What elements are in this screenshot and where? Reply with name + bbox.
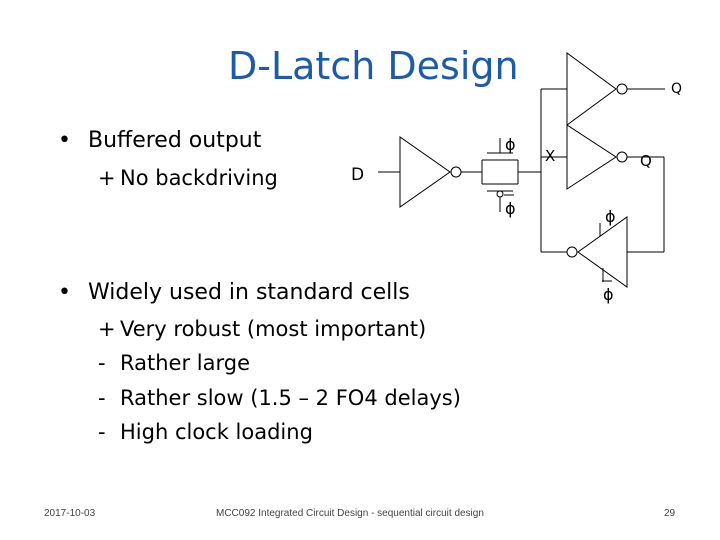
sub-bullet-text: High clock loading [120,420,313,444]
sub-bullet-text: Rather slow (1.5 – 2 FO4 delays) [120,386,461,410]
bullet-buffered-output: • Buffered output [58,128,261,153]
feedback-forward-bubble [616,151,628,163]
bullet-text: Widely used in standard cells [88,280,410,305]
sub-bullet-symbol: - [98,420,106,444]
bullet-standard-cells: • Widely used in standard cells [58,280,410,305]
slide-title: D-Latch Design [228,44,519,88]
sub-bullet-robust: +Very robust (most important) [98,317,426,341]
pmos-gate-bubble [496,190,504,198]
feedback-forward-inverter [566,124,617,190]
footer-page-number: 29 [664,508,676,519]
phi-bar-label: ϕ [505,199,516,218]
sub-bullet-text: Very robust (most important) [120,317,427,341]
sub-bullet-text: No backdriving [120,166,278,190]
sub-bullet-no-backdriving: +No backdriving [98,166,278,190]
phi-label: ϕ [505,135,516,154]
output-buffer-bubble [616,83,628,95]
input-inverter [399,136,451,208]
feedback-phi-bar-label: ϕ [603,285,614,304]
footer-course: MCC092 Integrated Circuit Design - seque… [216,508,484,519]
sub-bullet-symbol: - [98,386,106,410]
bullet-symbol: • [58,280,71,305]
sub-bullet-slow: -Rather slow (1.5 – 2 FO4 delays) [98,386,461,410]
input-inverter-bubble [450,166,462,178]
output-buffer-inverter [566,52,617,126]
sub-bullet-symbol: + [98,317,116,341]
sub-bullet-large: -Rather large [98,351,250,375]
footer-date: 2017-10-03 [44,508,96,519]
bullet-symbol: • [58,128,71,153]
sub-bullet-clock-loading: -High clock loading [98,420,313,444]
sub-bullet-symbol: - [98,351,106,375]
feedback-phi-label: ϕ [605,207,616,226]
sub-bullet-text: Rather large [120,351,250,375]
q-output-label-top: Q [671,81,682,97]
sub-bullet-symbol: + [98,166,116,190]
clocked-feedback-bubble [566,246,578,258]
node-x-label: X [545,147,555,165]
q-output-label-mid: Q [640,152,652,170]
d-input-label: D [351,165,364,185]
bullet-text: Buffered output [88,128,262,153]
